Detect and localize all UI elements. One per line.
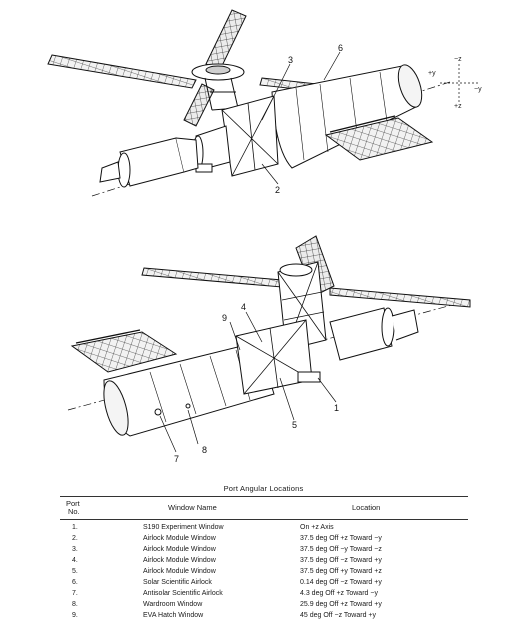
port-no: 1. — [72, 524, 78, 531]
port-no: 7. — [72, 590, 78, 597]
port-no: 9. — [72, 612, 78, 619]
location: 37.5 deg Off −y Toward −z — [300, 546, 382, 553]
location: 37.5 deg Off −z Toward +y — [300, 557, 382, 564]
window-name: Airlock Module Window — [143, 535, 216, 542]
port-no: 2. — [72, 535, 78, 542]
table-header-rule — [60, 519, 468, 520]
window-name: EVA Hatch Window — [143, 612, 204, 619]
callout-1: 1 — [334, 403, 340, 413]
callout-2: 2 — [275, 185, 281, 195]
window-name: Airlock Module Window — [143, 568, 216, 575]
port-no: 6. — [72, 579, 78, 586]
table-row: 8. Wardroom Window 25.9 deg Off +z Towar… — [0, 599, 527, 610]
callout-5: 5 — [292, 420, 298, 430]
window-name: Antisolar Scientific Airlock — [143, 590, 223, 597]
header-port-line2: No. — [68, 507, 80, 516]
location: 45 deg Off −z Toward +y — [300, 612, 377, 619]
table-top-rule — [60, 496, 468, 497]
location: 0.14 deg Off −z Toward +y — [300, 579, 382, 586]
callout-9: 9 — [222, 313, 228, 323]
callout-8: 7 — [174, 454, 180, 464]
window-name: Solar Scientific Airlock — [143, 579, 212, 586]
table-row: 7. Antisolar Scientific Airlock 4.3 deg … — [0, 588, 527, 599]
callout-6: 6 — [338, 43, 344, 53]
table-row: 4. Airlock Module Window 37.5 deg Off −z… — [0, 555, 527, 566]
callout-3: 3 — [288, 55, 294, 65]
location: 37.5 deg Off +z Toward −y — [300, 535, 382, 542]
port-no: 3. — [72, 546, 78, 553]
location: On +z Axis — [300, 524, 334, 531]
window-name: S190 Experiment Window — [143, 524, 224, 531]
header-location: Location — [352, 503, 381, 512]
table-row: 2. Airlock Module Window 37.5 deg Off +z… — [0, 533, 527, 544]
header-port-line1: Port — [66, 499, 80, 508]
header-window-name: Window Name — [168, 503, 217, 512]
axis-pos-y: +y — [428, 70, 436, 77]
axis-neg-y: −y — [474, 86, 482, 93]
table-row: 5. Airlock Module Window 37.5 deg Off +y… — [0, 566, 527, 577]
location: 25.9 deg Off +z Toward +y — [300, 601, 382, 608]
skylab-bottom-view — [67, 235, 471, 453]
axis-pos-z: +z — [454, 103, 462, 110]
port-no: 4. — [72, 557, 78, 564]
callout-4: 4 — [241, 302, 247, 312]
table-row: 1. S190 Experiment Window On +z Axis — [0, 522, 527, 533]
window-name: Wardroom Window — [143, 601, 203, 608]
location: 37.5 deg Off +y Toward +z — [300, 568, 382, 575]
table-row: 9. EVA Hatch Window 45 deg Off −z Toward… — [0, 610, 527, 621]
window-name: Airlock Module Window — [143, 557, 216, 564]
callout-7: 8 — [202, 445, 208, 455]
location: 4.3 deg Off +z Toward −y — [300, 590, 378, 597]
port-no: 8. — [72, 601, 78, 608]
skylab-top-view — [47, 9, 480, 197]
table-row: 6. Solar Scientific Airlock 0.14 deg Off… — [0, 577, 527, 588]
port-no: 5. — [72, 568, 78, 575]
table-title: Port Angular Locations — [223, 484, 304, 493]
window-name: Airlock Module Window — [143, 546, 216, 553]
table-row: 3. Airlock Module Window 37.5 deg Off −y… — [0, 544, 527, 555]
axis-neg-z: −z — [454, 56, 462, 63]
